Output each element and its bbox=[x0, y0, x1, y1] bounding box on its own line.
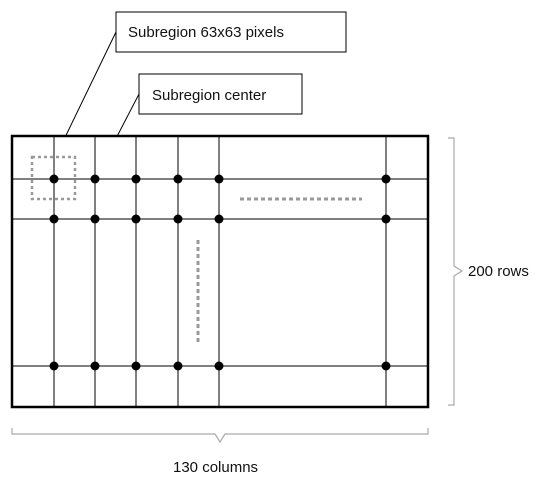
center-dot bbox=[214, 174, 224, 184]
center-dot bbox=[173, 174, 183, 184]
callout-text-subregion-center: Subregion center bbox=[152, 87, 266, 104]
columns-label: 130 columns bbox=[173, 459, 258, 476]
callout-subregion-center: Subregion center bbox=[138, 73, 303, 115]
center-dot bbox=[381, 214, 391, 224]
callout-subregion-size: Subregion 63x63 pixels bbox=[115, 11, 347, 53]
columns-brace bbox=[11, 428, 429, 444]
center-dot bbox=[173, 214, 183, 224]
rows-brace bbox=[448, 137, 464, 406]
center-dot bbox=[49, 361, 59, 371]
callout-box-subregion-size bbox=[115, 11, 347, 53]
rows-label: 200 rows bbox=[468, 263, 529, 280]
center-dot bbox=[214, 361, 224, 371]
center-dot bbox=[90, 214, 100, 224]
center-dot bbox=[90, 361, 100, 371]
center-dot bbox=[214, 214, 224, 224]
callout-text-subregion-size: Subregion 63x63 pixels bbox=[128, 24, 284, 41]
subregion-center-dots bbox=[49, 174, 391, 371]
center-dot bbox=[131, 214, 141, 224]
center-dot bbox=[173, 361, 183, 371]
callout-box-subregion-center bbox=[138, 73, 303, 115]
center-dot bbox=[131, 174, 141, 184]
center-dot bbox=[90, 174, 100, 184]
center-dot bbox=[381, 361, 391, 371]
center-dot bbox=[49, 214, 59, 224]
center-dot bbox=[381, 174, 391, 184]
center-dot bbox=[49, 174, 59, 184]
center-dot bbox=[131, 361, 141, 371]
